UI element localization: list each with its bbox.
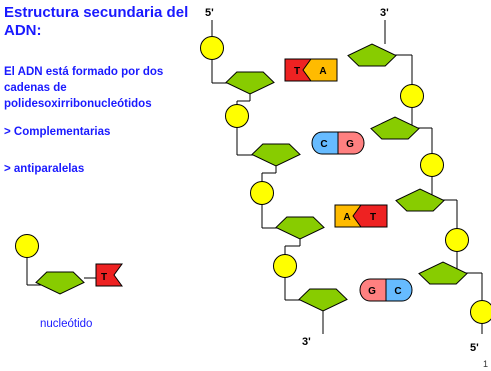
base-letter-g: G <box>368 286 376 297</box>
base-letter-g: G <box>346 139 354 150</box>
sugar-pentagon <box>418 261 468 285</box>
bullet-antiparalelas: > antiparalelas <box>4 163 85 175</box>
base-a <box>302 58 338 82</box>
phosphate-circle <box>250 181 274 205</box>
base-t <box>95 263 123 287</box>
base-c <box>385 278 413 302</box>
phosphate-circle <box>225 104 249 128</box>
bullet-complementarias: > Complementarias <box>4 126 111 138</box>
phosphate-circle <box>445 228 469 252</box>
sugar-pentagon <box>298 288 348 312</box>
single-nucleotide: T <box>15 234 123 295</box>
phosphate-circle <box>200 36 224 60</box>
nucleotide-label: nucleótido <box>40 318 93 330</box>
sugar-pentagon <box>370 116 420 140</box>
base-g <box>337 131 365 155</box>
sugar-pentagon <box>35 271 85 295</box>
slide-description: El ADN está formado por dos cadenas de p… <box>4 66 164 110</box>
sugar-pentagon <box>225 71 275 95</box>
phosphate-circle <box>400 84 424 108</box>
base-letter-t: T <box>294 66 300 77</box>
base-letter-a: A <box>319 66 326 77</box>
right-strand-5-prime-label: 5' <box>470 342 479 354</box>
phosphate-circle <box>420 153 444 177</box>
base-letter-a: A <box>343 212 350 223</box>
left-strand-3-prime-label: 3' <box>302 336 311 348</box>
phosphate-circle <box>273 254 297 278</box>
backbone-nodes <box>200 36 491 324</box>
base-letter-c: C <box>320 139 327 150</box>
sugar-pentagon <box>347 43 397 67</box>
left-strand-5-prime-label: 5' <box>205 7 214 19</box>
base-t <box>352 204 388 228</box>
sugar-pentagon <box>395 188 445 212</box>
page-number: 1 <box>482 359 488 369</box>
base-letter-t: T <box>101 272 107 283</box>
base-c <box>311 131 339 155</box>
phosphate-circle <box>470 300 491 324</box>
right-strand-3-prime-label: 3' <box>380 7 389 19</box>
sugar-pentagon <box>275 216 325 240</box>
base-g <box>359 278 387 302</box>
slide-title: Estructura secundaria del ADN: <box>4 4 189 39</box>
base-letter-t: T <box>370 212 376 223</box>
phosphate-circle <box>15 234 39 258</box>
sugar-pentagon <box>251 143 301 167</box>
base-letter-c: C <box>394 286 401 297</box>
backbone-lines <box>211 20 483 334</box>
